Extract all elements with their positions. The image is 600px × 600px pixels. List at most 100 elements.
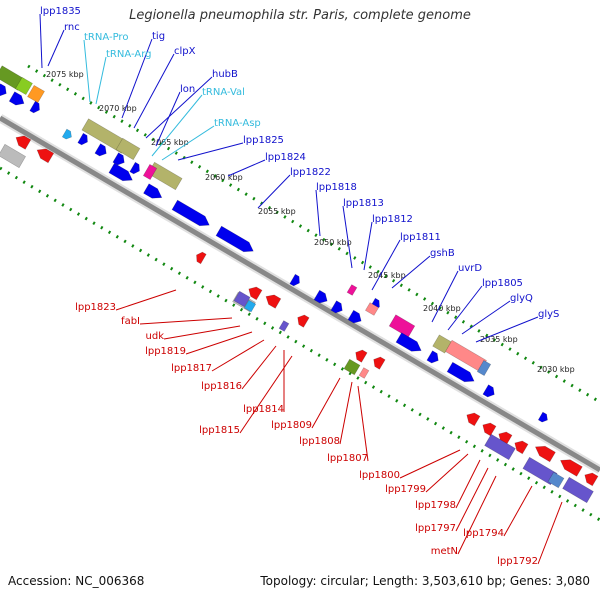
tick-track-upper	[27, 64, 600, 404]
kbp-tick-label: 2060 kbp	[205, 173, 243, 182]
leader-line	[447, 285, 483, 331]
gene-feature-forward	[115, 137, 141, 161]
gene-label-forward: rnc	[64, 22, 80, 33]
gene-label-forward: lon	[180, 84, 195, 95]
gene-arrow-reverse	[584, 472, 599, 487]
leader-line	[151, 94, 203, 157]
gene-feature-reverse	[522, 456, 558, 486]
leader-line	[47, 29, 65, 67]
gene-label-reverse: lpp1809	[271, 420, 312, 431]
gene-label-forward: lpp1812	[372, 214, 413, 225]
gene-label-forward: lpp1811	[400, 232, 441, 243]
kbp-tick-label: 2035 kbp	[480, 335, 518, 344]
gene-arrow-reverse	[297, 314, 310, 328]
gene-label-reverse: lpp1792	[497, 556, 538, 567]
gene-label-forward: tig	[152, 31, 165, 42]
gene-arrow-forward	[61, 128, 72, 140]
leader-line	[185, 331, 253, 355]
leader-line	[455, 459, 481, 509]
gene-feature-reverse	[278, 320, 290, 332]
gene-arrow-reverse	[248, 286, 263, 301]
kbp-tick-label: 2050 kbp	[314, 238, 352, 247]
gene-label-reverse: lpp1819	[145, 346, 186, 357]
gene-label-forward: glyQ	[510, 293, 533, 304]
gene-label-trna: tRNA-Val	[202, 87, 245, 98]
leader-line	[257, 174, 291, 209]
kbp-tick-label: 2040 kbp	[423, 304, 461, 313]
chromosome-backbone	[0, 115, 600, 473]
gene-label-reverse: lpp1815	[199, 425, 240, 436]
leader-line	[239, 355, 293, 434]
gene-label-reverse: lpp1817	[171, 363, 212, 374]
gene-arrow-forward	[537, 411, 548, 423]
leader-line	[357, 385, 369, 462]
leader-line	[503, 485, 533, 537]
leader-line	[371, 239, 401, 291]
gene-arrow-forward	[347, 309, 362, 324]
gene-label-reverse: fabI	[121, 316, 140, 327]
leader-line	[211, 339, 265, 372]
gene-feature-forward	[15, 76, 33, 96]
leader-line	[161, 125, 215, 161]
gene-label-reverse: lpp1807	[327, 453, 368, 464]
gene-label-reverse: lpp1808	[299, 436, 340, 447]
gene-label-forward: clpX	[174, 46, 196, 57]
kbp-tick-label: 2065 kbp	[151, 138, 189, 147]
leader-line	[461, 300, 511, 335]
gene-arrow-forward	[446, 361, 475, 383]
gene-label-reverse: lpp1814	[243, 404, 284, 415]
gene-label-reverse: lpp1800	[359, 470, 400, 481]
leader-line	[133, 53, 175, 129]
gene-label-forward: lpp1805	[482, 278, 523, 289]
leader-line	[39, 13, 43, 69]
gene-label-reverse: udk	[146, 331, 165, 342]
leader-line	[311, 377, 341, 429]
gene-feature-forward	[364, 302, 380, 316]
gene-label-forward: lpp1824	[265, 152, 306, 163]
gene-arrow-reverse	[534, 445, 556, 463]
gene-label-forward: gshB	[430, 248, 455, 259]
gene-arrow-forward	[171, 199, 210, 227]
map-title: Legionella pneumophila str. Paris, compl…	[129, 8, 471, 23]
gene-arrow-reverse	[373, 356, 386, 370]
gene-arrow-forward	[215, 225, 254, 253]
gene-arrow-forward	[143, 183, 163, 199]
leader-line	[399, 449, 461, 479]
gene-label-forward: lpp1822	[290, 167, 331, 178]
gene-label-forward: lpp1813	[343, 198, 384, 209]
gene-arrow-reverse	[514, 440, 529, 455]
leader-line	[315, 189, 321, 237]
gene-feature-reverse	[343, 358, 361, 376]
gene-feature-forward	[27, 84, 45, 104]
kbp-tick-label: 2045 kbp	[368, 271, 406, 280]
leader-line	[139, 317, 233, 325]
leader-line	[431, 270, 459, 323]
gene-label-reverse: lpp1798	[415, 500, 456, 511]
topology-label: Topology: circular; Length: 3,503,610 bp…	[260, 574, 590, 588]
gene-arrow-forward	[426, 350, 439, 364]
gene-arrow-forward	[395, 332, 422, 352]
leader-line	[241, 345, 277, 390]
gene-label-reverse: lpp1816	[201, 381, 242, 392]
gene-arrow-forward	[8, 91, 25, 106]
leader-line	[121, 38, 153, 119]
gene-label-forward: lpp1835	[40, 6, 81, 17]
gene-arrow-forward	[313, 289, 328, 304]
leader-line	[339, 381, 353, 445]
kbp-tick-label: 2030 kbp	[537, 365, 575, 374]
gene-arrow-forward	[108, 162, 133, 182]
gene-feature-reverse	[233, 290, 251, 308]
gene-arrow-reverse	[36, 148, 55, 164]
gene-arrow-reverse	[466, 412, 481, 427]
leader-line	[163, 325, 241, 340]
gene-feature-forward	[81, 118, 129, 154]
leader-line	[391, 255, 431, 289]
leader-line	[83, 39, 91, 103]
gene-label-reverse: lpp1797	[415, 523, 456, 534]
leader-line	[363, 221, 373, 271]
gene-arrow-reverse	[196, 251, 207, 265]
leader-line	[155, 91, 181, 147]
gene-arrow-forward	[77, 132, 88, 146]
